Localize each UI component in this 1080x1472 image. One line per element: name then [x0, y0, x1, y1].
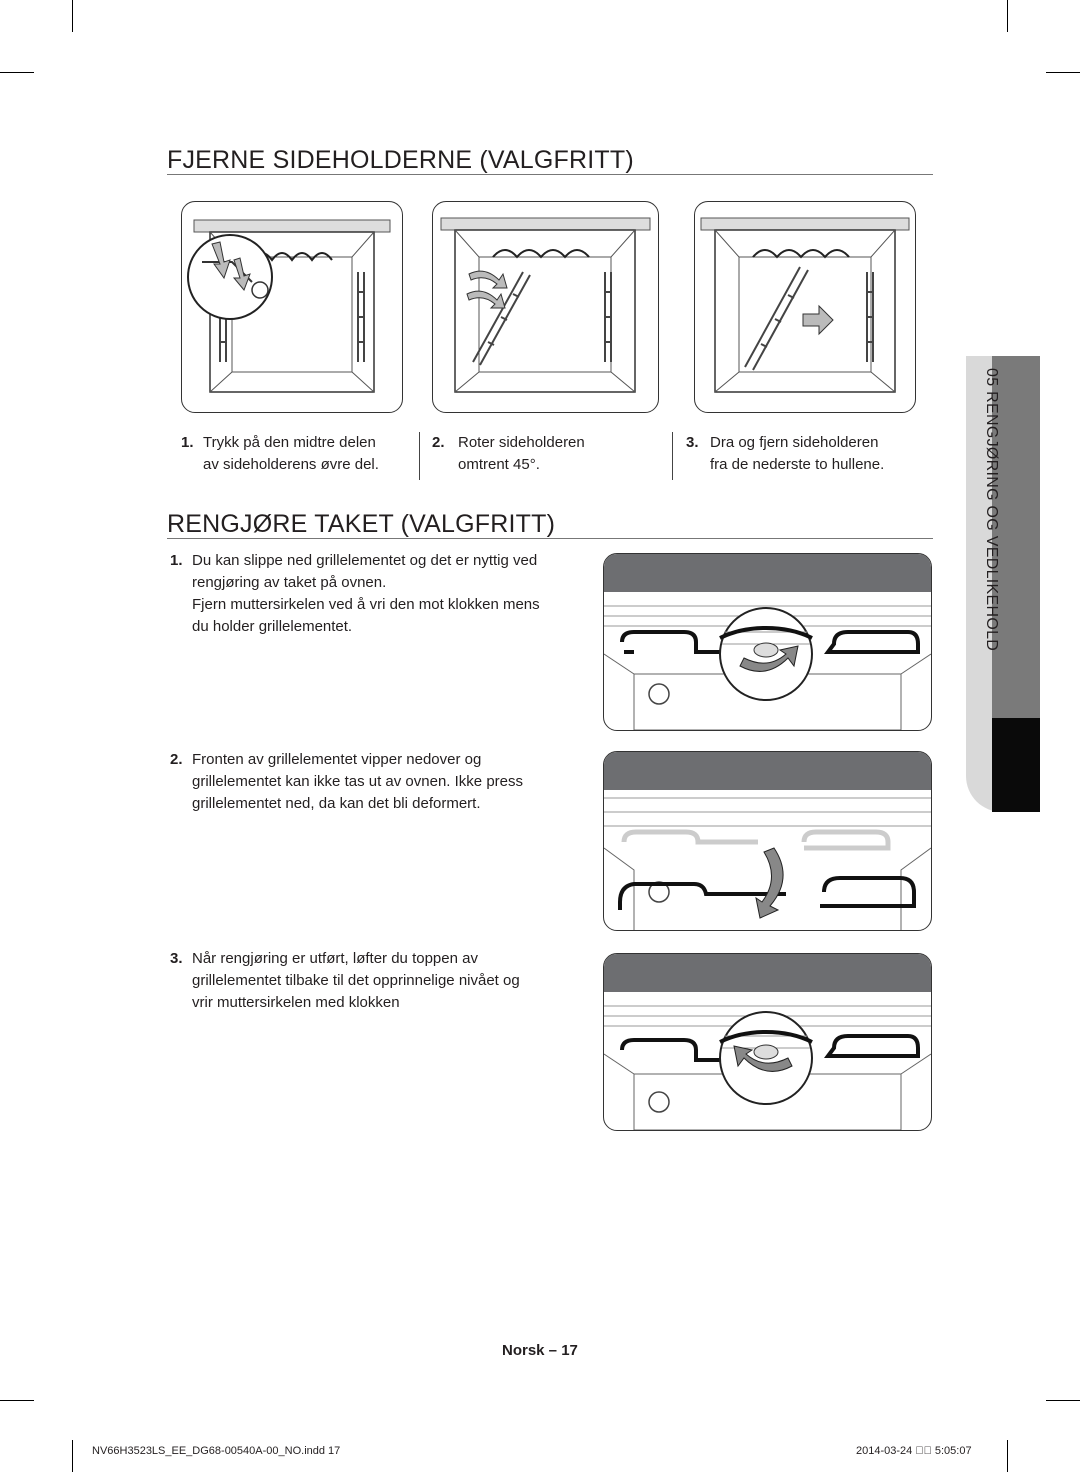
step-number: 2.	[432, 434, 445, 451]
crop-mark	[1007, 0, 1008, 32]
column-separator	[419, 432, 420, 480]
figure-side-rack-step-1	[181, 201, 403, 413]
step-text-line: grillelementet tilbake til det opprinnel…	[192, 972, 520, 989]
crop-mark	[0, 72, 34, 73]
chapter-label: 05 RENGJØRING OG VEDLIKEHOLD	[983, 368, 1000, 652]
tab-dark-strip	[992, 356, 1040, 718]
step-number: 2.	[170, 751, 183, 768]
step-1-caption: 1. Trykk på den midtre delen av sidehold…	[181, 432, 411, 476]
figure-grill-nut-loosen	[603, 553, 932, 731]
crop-mark	[72, 1440, 73, 1472]
step-text-line: Når rengjøring er utført, løfter du topp…	[192, 950, 478, 967]
step-text-line: grillelementet ned, da kan det bli defor…	[192, 795, 481, 812]
step-2-caption: 2. Roter sideholderen omtrent 45°.	[432, 432, 662, 476]
step-3-caption: 3. Dra og fjern sideholderen fra de nede…	[686, 432, 926, 476]
page-number: Norsk – 17	[502, 1342, 578, 1359]
step-number: 3.	[686, 434, 699, 451]
crop-mark	[0, 1400, 34, 1401]
figure-side-rack-step-2	[432, 201, 659, 413]
step-text-line: Trykk på den midtre delen	[203, 434, 376, 451]
crop-mark	[1007, 1440, 1008, 1472]
crop-mark	[1046, 1400, 1080, 1401]
footer-file-name: NV66H3523LS_EE_DG68-00540A-00_NO.indd 17	[92, 1445, 341, 1457]
step-number: 3.	[170, 950, 183, 967]
step-text-line: rengjøring av taket på ovnen.	[192, 574, 387, 591]
figure-grill-element-tilted	[603, 751, 932, 931]
step-text-line: av sideholderens øvre del.	[203, 456, 379, 473]
step-text-line: Fronten av grillelementet vipper nedover…	[192, 751, 482, 768]
crop-mark	[1046, 72, 1080, 73]
chapter-side-tab: 05 RENGJØRING OG VEDLIKEHOLD	[966, 356, 1040, 812]
step-text-line: Dra og fjern sideholderen	[710, 434, 879, 451]
tab-black-strip	[992, 718, 1040, 812]
step-text-line: vrir muttersirkelen med klokken	[192, 994, 400, 1011]
step-text-line: Roter sideholderen	[458, 434, 585, 451]
step-text-line: grillelementet kan ikke tas ut av ovnen.…	[192, 773, 523, 790]
ceiling-step-3: 3. Når rengjøring er utført, løfter du t…	[170, 948, 600, 1014]
ceiling-step-2: 2. Fronten av grillelementet vipper nedo…	[170, 749, 600, 815]
figure-grill-nut-tighten	[603, 953, 932, 1131]
crop-mark	[72, 0, 73, 32]
section-rule	[167, 174, 933, 175]
section-title-clean-ceiling: RENGJØRE TAKET (VALGFRITT)	[167, 510, 556, 538]
step-text-line: fra de nederste to hullene.	[710, 456, 885, 473]
section-rule	[167, 538, 933, 539]
step-text-line: Fjern muttersirkelen ved å vri den mot k…	[192, 596, 540, 613]
step-number: 1.	[181, 434, 194, 451]
step-number: 1.	[170, 552, 183, 569]
section-title-remove-side-racks: FJERNE SIDEHOLDERNE (VALGFRITT)	[167, 146, 634, 174]
ceiling-step-1: 1. Du kan slippe ned grillelementet og d…	[170, 550, 600, 638]
step-text-line: omtrent 45°.	[458, 456, 540, 473]
column-separator	[672, 432, 673, 480]
figure-side-rack-step-3	[694, 201, 916, 413]
footer-timestamp: 2014-03-24 ￿￿ 5:05:07	[856, 1445, 972, 1457]
step-text-line: Du kan slippe ned grillelementet og det …	[192, 552, 538, 569]
step-text-line: du holder grillelementet.	[192, 618, 353, 635]
